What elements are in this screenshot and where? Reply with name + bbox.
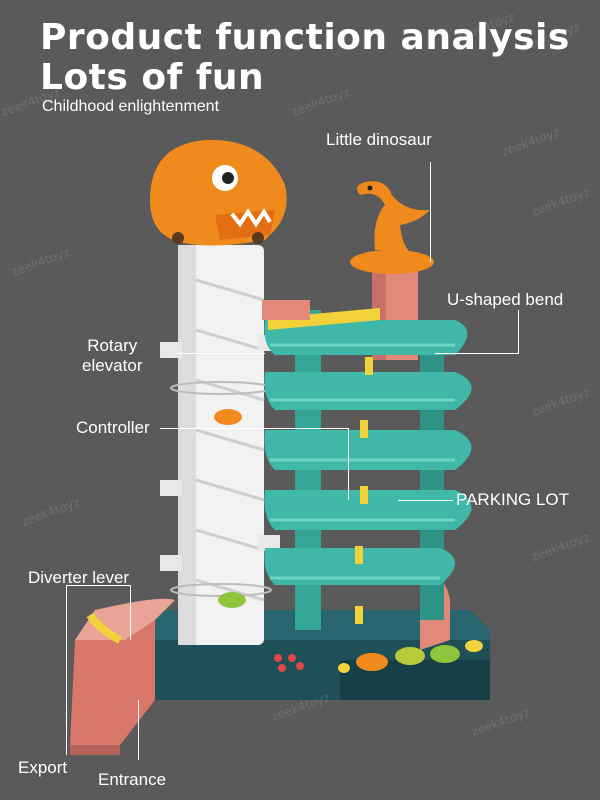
leader-line-parking — [398, 500, 453, 501]
controllers — [355, 357, 373, 624]
label-little-dinosaur: Little dinosaur — [326, 130, 432, 149]
label-export: Export — [18, 758, 68, 777]
leader-line-entrance — [138, 700, 139, 760]
label-controller: Controller — [76, 418, 150, 437]
headline-title: Product function analysis — [40, 17, 570, 58]
leader-line-u-bend-h — [435, 353, 519, 354]
dinosaur-head-top — [150, 139, 287, 246]
label-diverter-lever: Diverter lever — [28, 568, 130, 587]
label-rotary-elevator: Rotary elevator — [82, 336, 142, 376]
leader-line-dinosaur — [430, 162, 431, 262]
label-entrance: Entrance — [98, 770, 167, 789]
mini-dinosaurs — [338, 640, 483, 673]
spiral-track — [262, 300, 472, 630]
leader-line-elevator — [175, 353, 265, 354]
leader-line-diverter — [66, 585, 67, 755]
leader-line-controller — [160, 428, 348, 429]
leader-line-diverter-v2 — [130, 585, 131, 640]
headline-subtitle: Lots of fun — [40, 57, 265, 98]
tagline: Childhood enlightenment — [42, 98, 220, 115]
label-rotary-elevator-line1: Rotary — [87, 336, 138, 355]
label-parking-lot: PARKING LOT — [456, 490, 570, 509]
leader-line-controller-v — [348, 428, 349, 500]
leader-line-u-bend — [518, 310, 519, 354]
label-rotary-elevator-line2: elevator — [82, 356, 143, 375]
rotary-elevator-tower — [160, 245, 280, 645]
leader-line-diverter-h — [66, 585, 130, 586]
label-u-shaped-bend: U-shaped bend — [447, 290, 564, 309]
